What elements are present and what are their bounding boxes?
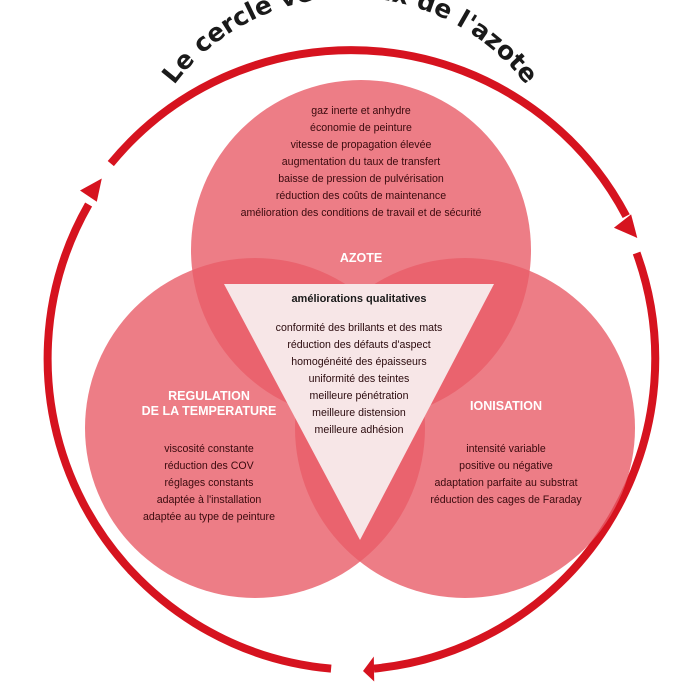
azote-item: vitesse de propagation élevée: [291, 139, 432, 151]
center-items: conformité des brillants et des mats réd…: [276, 322, 443, 436]
azote-heading: AZOTE: [340, 251, 382, 265]
ionisation-item: réduction des cages de Faraday: [430, 494, 582, 506]
regulation-item: adaptée au type de peinture: [143, 511, 275, 523]
azote-item: réduction des coûts de maintenance: [276, 190, 446, 202]
center-item: homogénéité des épaisseurs: [291, 356, 426, 368]
center-item: meilleure adhésion: [315, 424, 404, 436]
center-item: meilleure distension: [312, 407, 406, 419]
center-item: uniformité des teintes: [309, 373, 410, 385]
cycle-ring: [43, 46, 660, 673]
ionisation-item: intensité variable: [466, 443, 546, 455]
ionisation-item: positive ou négative: [459, 460, 553, 472]
regulation-item: viscosité constante: [164, 443, 254, 455]
arrowhead-left-icon: [80, 178, 102, 202]
cycle-arc-top: [107, 46, 630, 218]
arrowhead-right-icon: [613, 214, 638, 238]
cycle-arc-left: [43, 202, 332, 673]
regulation-heading: REGULATION DE LA TEMPERATURE: [142, 389, 277, 418]
center-title: améliorations qualitatives: [291, 293, 426, 305]
regulation-item: réduction des COV: [164, 460, 254, 472]
azote-item: baisse de pression de pulvérisation: [278, 173, 444, 185]
azote-item: gaz inerte et anhydre: [311, 105, 411, 117]
ionisation-heading: IONISATION: [470, 399, 542, 413]
ionisation-item: adaptation parfaite au substrat: [434, 477, 577, 489]
regulation-item: adaptée à l'installation: [157, 494, 262, 506]
azote-item: économie de peinture: [310, 122, 412, 134]
diagram-title: Le cercle vertueux de l'azote: [156, 0, 544, 89]
cycle-arc-right: [373, 251, 660, 673]
regulation-heading-line1: REGULATION: [168, 389, 250, 403]
azote-items: gaz inerte et anhydre économie de peintu…: [241, 105, 482, 219]
center-triangle: [224, 284, 494, 540]
ionisation-items: intensité variable positive ou négative …: [430, 443, 582, 506]
center-item: réduction des défauts d'aspect: [287, 339, 430, 351]
azote-item: augmentation du taux de transfert: [282, 156, 440, 168]
center-item: conformité des brillants et des mats: [276, 322, 443, 334]
regulation-heading-line2: DE LA TEMPERATURE: [142, 404, 277, 418]
arrowhead-bottom-icon: [363, 656, 375, 682]
azote-item: amélioration des conditions de travail e…: [241, 207, 482, 219]
cycle-arrowheads: [80, 178, 638, 682]
center-item: meilleure pénétration: [310, 390, 409, 402]
regulation-items: viscosité constante réduction des COV ré…: [143, 443, 275, 523]
regulation-item: réglages constants: [165, 477, 254, 489]
